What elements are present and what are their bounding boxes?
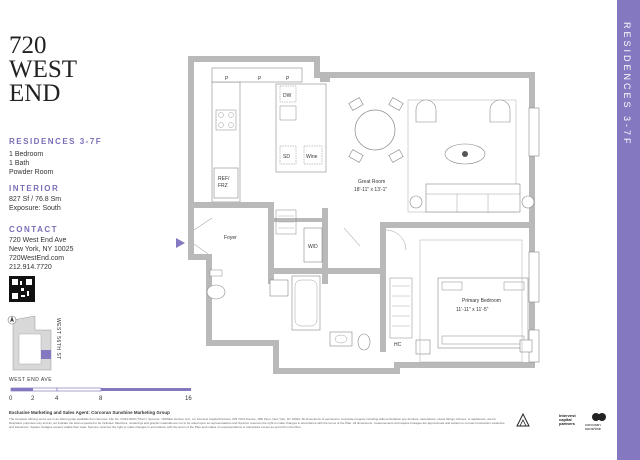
scale-tick-16: 16 bbox=[185, 396, 192, 402]
residence-baths: 1 Bath bbox=[9, 160, 30, 167]
residence-bedrooms: 1 Bedroom bbox=[9, 151, 44, 158]
dw-label: DW bbox=[283, 93, 292, 99]
pantry-label-2: P bbox=[258, 76, 262, 82]
street-label-bottom: WEST END AVE bbox=[9, 377, 53, 383]
side-band bbox=[617, 0, 640, 460]
corcoran-logo-icon bbox=[592, 413, 606, 421]
hc-label: HC bbox=[394, 342, 402, 348]
unit-marker bbox=[41, 350, 51, 359]
footer-title: Exclusive Marketing and Sales Agent: Cor… bbox=[9, 410, 170, 415]
bedroom-label: Primary Bedroom bbox=[462, 298, 501, 304]
interior-area: 827 Sf / 76.8 Sm bbox=[9, 196, 62, 203]
corcoran-logo-text: corcoran sunshine bbox=[585, 422, 602, 431]
entry-arrow-icon bbox=[176, 238, 185, 248]
interior-title: INTERIOR bbox=[9, 184, 60, 193]
wd-label: W/D bbox=[308, 244, 318, 250]
interior-exposure: Exposure: South bbox=[9, 205, 61, 212]
contact-city: New York, NY 10025 bbox=[9, 246, 74, 253]
ref-label: REF/ bbox=[218, 176, 230, 182]
wine-label: Wine bbox=[306, 154, 318, 160]
interior-details: 827 Sf / 76.8 Sm Exposure: South bbox=[9, 195, 61, 213]
contact-website[interactable]: 720WestEnd.com bbox=[9, 255, 65, 262]
side-residence-label: RESIDENCES 3-7F bbox=[622, 22, 632, 147]
residence-title: RESIDENCES 3-7F bbox=[9, 137, 103, 146]
scale-tick-4: 4 bbox=[55, 396, 59, 402]
residence-powder: Powder Room bbox=[9, 169, 54, 176]
developer-logo-icon bbox=[516, 412, 530, 427]
broker-logos: Intervest capital partners corcoran suns… bbox=[515, 410, 615, 432]
logo-line-2: WEST bbox=[9, 56, 78, 83]
residence-details: 1 Bedroom 1 Bath Powder Room bbox=[9, 150, 53, 177]
footer-legal: The complete offering terms are in an of… bbox=[9, 417, 505, 429]
key-plan bbox=[7, 315, 52, 371]
bedroom-dims: 11'-11" x 11'-5" bbox=[456, 307, 489, 313]
contact-details: 720 West End Ave New York, NY 10025 720W… bbox=[9, 236, 73, 272]
scale-tick-8: 8 bbox=[99, 396, 103, 402]
frz-label: FRZ bbox=[218, 183, 228, 189]
building-logo: 720 WEST END bbox=[9, 32, 78, 107]
scale-tick-0: 0 bbox=[9, 396, 13, 402]
contact-address: 720 West End Ave bbox=[9, 237, 67, 244]
pantry-label-3: P bbox=[286, 76, 290, 82]
floor-plan: P P P DW SD Wine REF/ FRZ Great Room 18'… bbox=[188, 56, 540, 374]
scale-bar: 0 2 4 8 16 bbox=[9, 387, 192, 402]
contact-phone[interactable]: 212.914.7720 bbox=[9, 264, 52, 271]
pantry-label-1: P bbox=[225, 76, 229, 82]
sd-label: SD bbox=[283, 154, 290, 160]
logo-line-1: 720 bbox=[9, 32, 47, 59]
intervest-logo: Intervest capital partners bbox=[559, 413, 576, 426]
great-room-dims: 18'-11" x 13'-1" bbox=[354, 187, 387, 193]
great-room-label: Great Room bbox=[358, 179, 385, 185]
scale-tick-2: 2 bbox=[31, 396, 35, 402]
foyer-label: Foyer bbox=[224, 235, 237, 241]
qr-code[interactable] bbox=[9, 276, 35, 302]
street-label-side: WEST 56TH ST bbox=[55, 318, 61, 360]
contact-title: CONTACT bbox=[9, 225, 59, 234]
logo-line-3: END bbox=[9, 80, 61, 107]
